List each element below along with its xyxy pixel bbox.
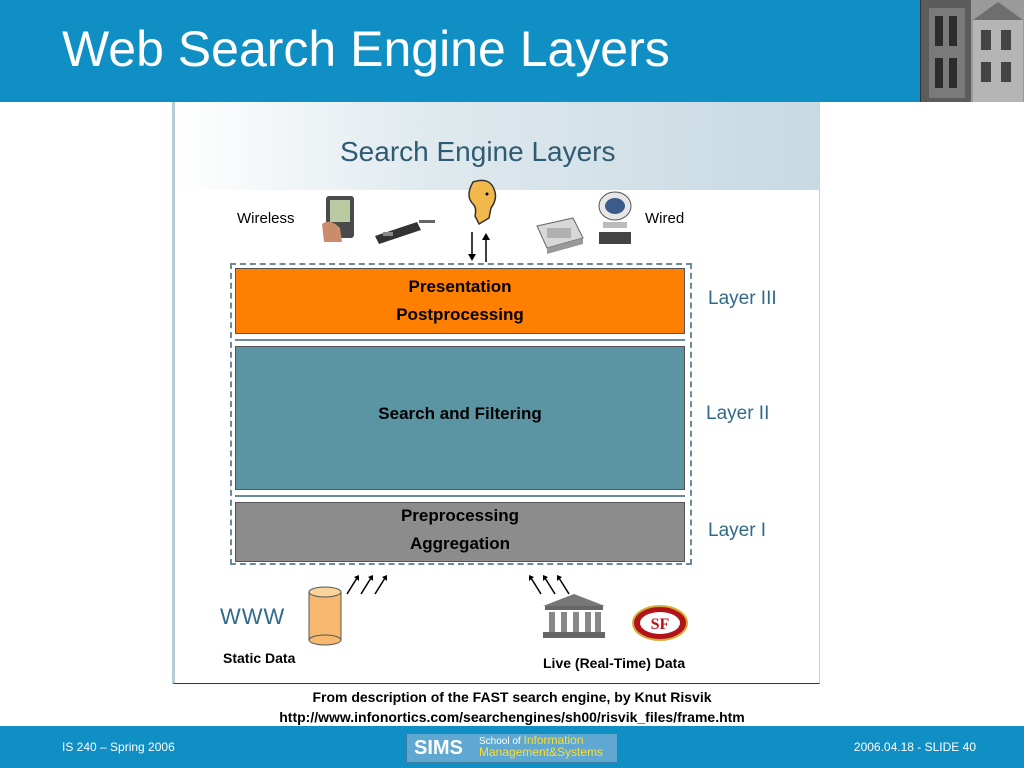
- layer-preprocessing-line2: Aggregation: [409, 534, 511, 553]
- layer-search-filtering: Search and Filtering: [235, 346, 685, 490]
- live-arrows-icon: [529, 574, 573, 601]
- sims-management: Management: [479, 745, 550, 759]
- computer-icon: [595, 190, 635, 253]
- sf-logo-icon: SF: [631, 604, 689, 647]
- wireless-label: Wireless: [237, 210, 295, 227]
- layer-presentation-line1: Presentation: [408, 277, 512, 296]
- footer-slide-number: 2006.04.18 - SLIDE 40: [853, 740, 976, 754]
- sims-information: Information: [523, 733, 584, 747]
- layers-frame: [230, 263, 692, 565]
- footer-course: IS 240 – Spring 2006: [62, 740, 175, 754]
- caption-url: http://www.infonortics.com/searchengines…: [279, 709, 745, 725]
- svg-text:SF: SF: [651, 616, 670, 633]
- layer-iii-label: Layer III: [708, 288, 777, 309]
- wired-label: Wired: [645, 210, 685, 227]
- sims-logo: SIMS School of Information Management&Sy…: [406, 733, 618, 763]
- live-data-label: Live (Real-Time) Data: [543, 655, 686, 671]
- layer-presentation-line2: Postprocessing: [396, 305, 524, 324]
- fax-printer-icon: [533, 208, 585, 261]
- diagram-title: Search Engine Layers: [340, 136, 616, 167]
- www-label: WWW: [220, 604, 286, 629]
- sims-logo-text: SIMS: [414, 737, 463, 759]
- separator-upper: [235, 339, 685, 341]
- slide-header: Web Search Engine Layers: [0, 0, 1024, 102]
- building-photo-graphic: [921, 0, 1024, 102]
- layers-diagram: Search Engine Layers Wireless: [172, 102, 820, 684]
- layer-preprocessing-line1: Preprocessing: [400, 506, 520, 525]
- slide-footer: IS 240 – Spring 2006 SIMS School of Info…: [0, 726, 1024, 768]
- building-photo: [920, 0, 1024, 102]
- down-arrow-icon: [467, 232, 477, 267]
- slide-title: Web Search Engine Layers: [62, 21, 670, 77]
- static-arrows-icon: [345, 574, 389, 601]
- separator-lower: [235, 495, 685, 497]
- layer-i-label: Layer I: [708, 520, 767, 541]
- database-icon: [307, 586, 343, 651]
- caption-attribution: From description of the FAST search engi…: [312, 689, 712, 705]
- layer-presentation: Presentation Postprocessing: [235, 268, 685, 334]
- pda-icon: [320, 194, 366, 249]
- static-data-label: Static Data: [223, 650, 296, 666]
- sims-systems: &Systems: [549, 745, 604, 759]
- layer-search-line1: Search and Filtering: [378, 404, 542, 423]
- sims-logo-subtitle: School of Information Management&Systems: [479, 733, 604, 759]
- layer-preprocessing: Preprocessing Aggregation: [235, 502, 685, 562]
- sims-school-of: School of: [479, 736, 521, 747]
- up-arrow-icon: [481, 232, 491, 267]
- layer-ii-label: Layer II: [706, 403, 770, 424]
- diagram-header: Search Engine Layers: [175, 102, 820, 190]
- person-icon: [463, 178, 503, 233]
- mobile-phone-icon: [373, 214, 437, 249]
- bank-building-icon: [541, 592, 607, 645]
